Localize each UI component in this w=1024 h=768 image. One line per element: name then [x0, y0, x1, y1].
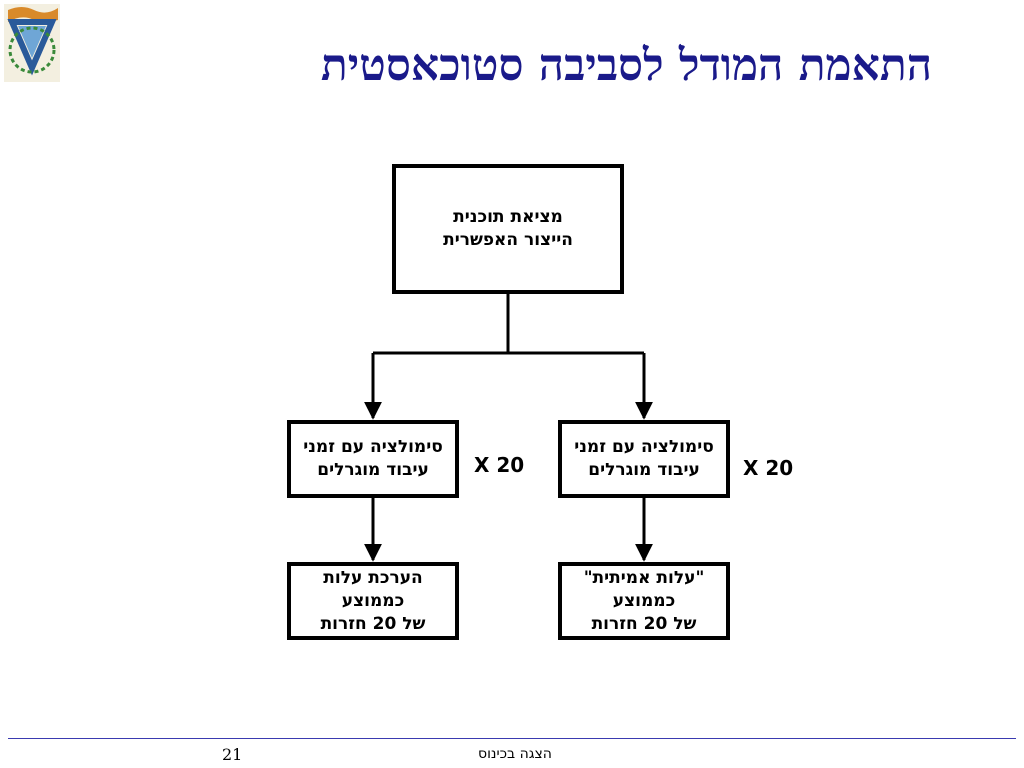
top-box-find-production-plan: מציאת תוכנית הייצור האפשרית — [392, 164, 624, 294]
footer-divider — [8, 738, 1016, 739]
left-simulation-box: סימולציה עם זמני עיבוד מוגרלים — [287, 420, 459, 498]
right-repetition-label: X 20 — [743, 456, 794, 480]
left-simulation-label: סימולציה עם זמני עיבוד מוגרלים — [303, 437, 443, 480]
left-repetition-label: X 20 — [474, 453, 525, 477]
top-box-label: מציאת תוכנית הייצור האפשרית — [443, 207, 573, 250]
left-result-label: הערכת עלות כממוצע של 20 חזרות — [320, 567, 426, 634]
right-simulation-box: סימולציה עם זמני עיבוד מוגרלים — [558, 420, 730, 498]
slide-title: התאמת המודל לסביבה סטוכאסטית — [320, 40, 932, 91]
right-simulation-label: סימולציה עם זמני עיבוד מוגרלים — [574, 437, 714, 480]
right-result-label: "עלות אמיתית" כממוצע של 20 חזרות — [583, 567, 705, 634]
footer-text: הצגה בכינוס — [478, 746, 552, 762]
left-result-box: הערכת עלות כממוצע של 20 חזרות — [287, 562, 459, 640]
technion-logo-icon — [4, 4, 60, 82]
right-result-box: "עלות אמיתית" כממוצע של 20 חזרות — [558, 562, 730, 640]
page-number: 21 — [222, 745, 243, 764]
